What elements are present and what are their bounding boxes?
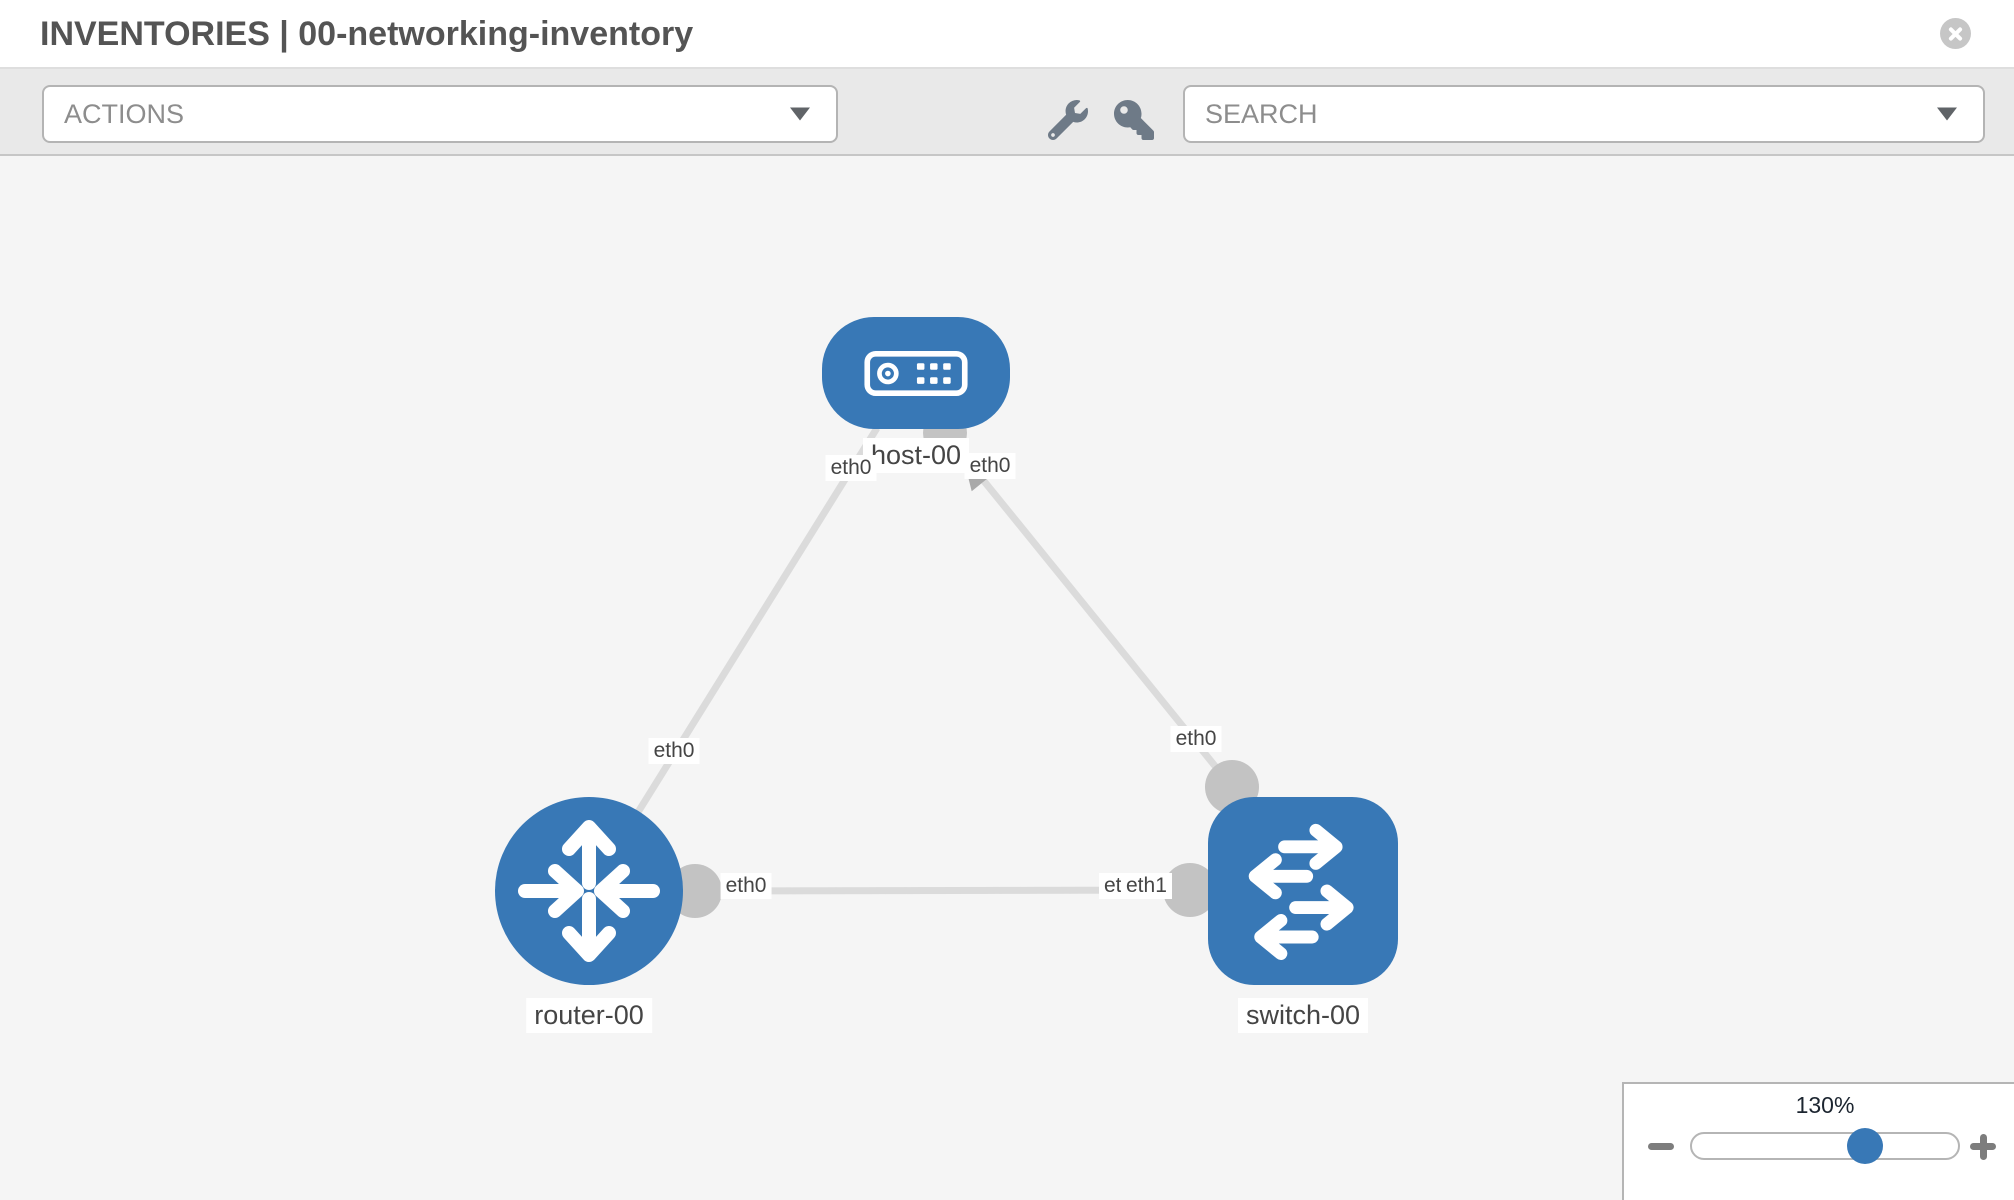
iface-label-router-link: eth0: [648, 738, 700, 764]
configure-button[interactable]: [1047, 100, 1088, 141]
iface-label-switch-eth1: eth1: [1121, 873, 1172, 899]
iface-label-host-right: eth0: [964, 453, 1016, 479]
plus-icon: [1979, 1133, 1987, 1160]
server-icon: [864, 350, 968, 396]
zoom-control-panel: 130%: [1622, 1082, 2014, 1200]
iface-label-host-left: eth0: [825, 455, 877, 481]
credentials-button[interactable]: [1114, 100, 1154, 140]
topology-wires: [586, 411, 1259, 918]
node-label-host: host-00: [862, 438, 970, 473]
actions-dropdown-label: ACTIONS: [64, 98, 185, 129]
zoom-slider-track[interactable]: [1690, 1132, 1960, 1160]
node-switch-00[interactable]: [1208, 797, 1398, 985]
iface-label-router-eth0: eth0: [720, 873, 772, 899]
zoom-level-readout: 130%: [1795, 1092, 1855, 1118]
node-label-switch: switch-00: [1237, 998, 1369, 1033]
page-title: INVENTORIES | 00-networking-inventory: [40, 15, 694, 53]
topology-canvas[interactable]: host-00 router-00 switch-00 eth0 eth0 et…: [0, 156, 2014, 1200]
node-router-00[interactable]: [495, 797, 683, 985]
close-button[interactable]: [1940, 18, 1971, 49]
actions-dropdown[interactable]: ACTIONS: [42, 85, 838, 143]
node-host-00[interactable]: [822, 317, 1010, 429]
header-bar: INVENTORIES | 00-networking-inventory: [0, 0, 2014, 69]
key-icon: [1114, 100, 1154, 140]
chevron-down-icon: [790, 107, 810, 121]
minus-icon: [1648, 1143, 1674, 1150]
iface-label-switch-link: eth0: [1170, 726, 1222, 752]
search-dropdown[interactable]: SEARCH: [1183, 85, 1985, 143]
interface-connector: [1163, 863, 1217, 917]
zoom-slider-thumb[interactable]: [1847, 1128, 1883, 1164]
zoom-in-button[interactable]: [1968, 1131, 1998, 1161]
switch-arrows-icon: [1248, 823, 1354, 960]
wrench-icon: [1047, 100, 1088, 141]
toolbar: ACTIONS SEARCH: [0, 69, 2014, 156]
search-dropdown-label: SEARCH: [1205, 98, 1318, 129]
chevron-down-icon: [1937, 107, 1957, 121]
zoom-out-button[interactable]: [1646, 1131, 1676, 1161]
router-arrows-icon: [518, 820, 660, 962]
node-label-router: router-00: [526, 998, 652, 1033]
